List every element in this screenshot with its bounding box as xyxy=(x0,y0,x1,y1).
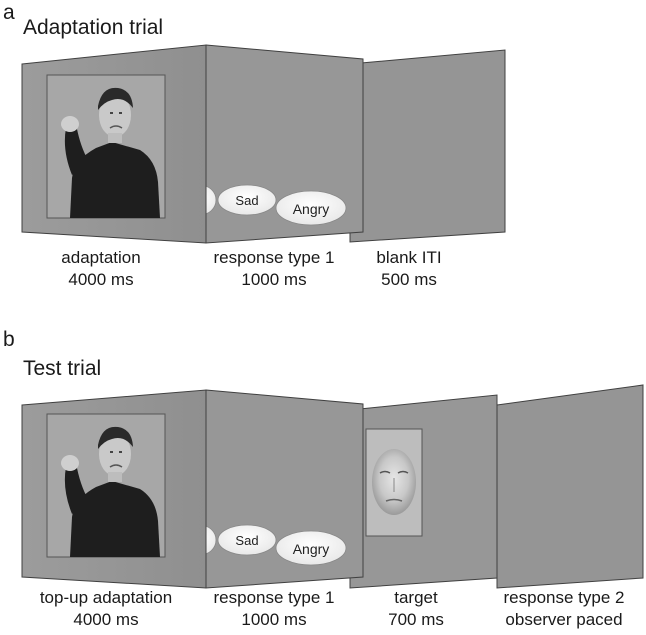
caption-top-up-adaptation: top-up adaptation 4000 ms xyxy=(6,587,206,631)
caption-top-up-adaptation-duration: 4000 ms xyxy=(73,610,139,629)
caption-blank-iti: blank ITI 500 ms xyxy=(309,247,509,291)
caption-response-type-2-duration: observer paced xyxy=(505,610,623,629)
caption-response-type-2-name: response type 2 xyxy=(503,588,625,607)
caption-response-type-1-a-name: response type 1 xyxy=(213,248,335,267)
caption-target-duration: 700 ms xyxy=(388,610,444,629)
panel-a-title: Adaptation trial xyxy=(23,16,164,39)
caption-response-type-2: response type 2 observer paced xyxy=(464,587,646,631)
panel-b-title: Test trial xyxy=(23,357,102,380)
caption-response-type-1-a: response type 1 1000 ms xyxy=(174,247,374,291)
response-option-partial-a xyxy=(206,184,217,216)
caption-response-type-1-b-name: response type 1 xyxy=(213,588,335,607)
response-option-sad-label-a: Sad xyxy=(235,193,258,208)
target-face xyxy=(372,449,416,515)
caption-adaptation-duration: 4000 ms xyxy=(68,270,134,289)
response-type-2-screen xyxy=(496,384,644,589)
caption-response-type-1-b-duration: 1000 ms xyxy=(241,610,307,629)
caption-response-type-1-b: response type 1 1000 ms xyxy=(174,587,374,631)
response-option-angry-a xyxy=(275,190,347,226)
angry-man-figure-a xyxy=(61,87,160,218)
blank-iti-screen xyxy=(349,49,506,243)
panel-a-letter: a xyxy=(3,1,15,24)
response-option-sad-label-b: Sad xyxy=(235,533,258,548)
response-option-angry-label-b: Angry xyxy=(293,541,330,557)
caption-target-name: target xyxy=(394,588,438,607)
caption-target: target 700 ms xyxy=(316,587,516,631)
response-option-sad-b xyxy=(217,524,277,556)
angry-man-figure-b xyxy=(61,426,160,557)
panel-b-letter: b xyxy=(3,328,15,351)
caption-adaptation-name: adaptation xyxy=(61,248,141,267)
caption-top-up-adaptation-name: top-up adaptation xyxy=(39,588,173,607)
caption-response-type-1-a-duration: 1000 ms xyxy=(241,270,307,289)
caption-blank-iti-duration: 500 ms xyxy=(381,270,437,289)
caption-adaptation: adaptation 4000 ms xyxy=(1,247,201,291)
response-option-sad-a xyxy=(217,184,277,216)
response-option-angry-label-a: Angry xyxy=(293,201,330,217)
caption-blank-iti-name: blank ITI xyxy=(376,248,442,267)
response-option-partial-b xyxy=(206,524,217,556)
response-option-angry-b xyxy=(275,530,347,566)
